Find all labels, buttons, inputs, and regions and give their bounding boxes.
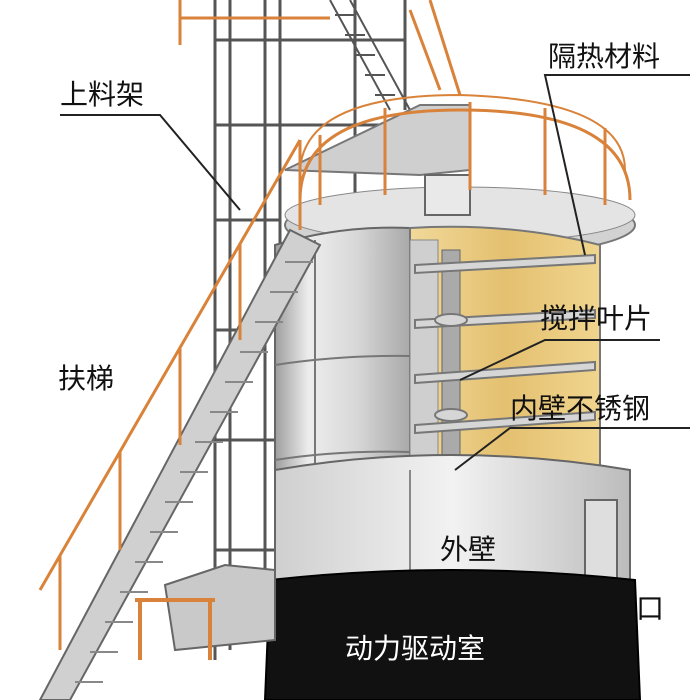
label-loading-rack: 上料架 <box>60 78 145 111</box>
label-stirring-blade: 搅拌叶片 <box>540 302 653 335</box>
circular-railing <box>298 93 632 205</box>
inspection-door <box>584 499 618 581</box>
label-outer-wall: 外壁 <box>440 533 497 566</box>
inner-wall-strip <box>409 239 439 491</box>
leader-lines <box>60 74 690 471</box>
feed-hopper <box>135 563 276 660</box>
loading-rack-tower <box>213 0 407 660</box>
label-inner-wall: 内壁不锈钢 <box>510 392 651 425</box>
leader-loading-rack <box>60 114 241 211</box>
label-insulation: 隔热材料 <box>548 40 661 73</box>
leader-stirring-blade <box>459 339 660 381</box>
leader-inner-wall <box>454 427 690 471</box>
label-drive-room: 动力驱动室 <box>345 632 486 665</box>
label-inspection-port: 检查口 <box>580 592 665 625</box>
label-ladder: 扶梯 <box>58 362 115 395</box>
ladder-stair <box>38 139 322 700</box>
drive-room-base <box>263 569 642 700</box>
rack-top-stair <box>329 0 411 111</box>
top-railing <box>178 0 462 96</box>
leader-insulation <box>543 74 690 256</box>
outer-wall-front <box>274 454 631 586</box>
